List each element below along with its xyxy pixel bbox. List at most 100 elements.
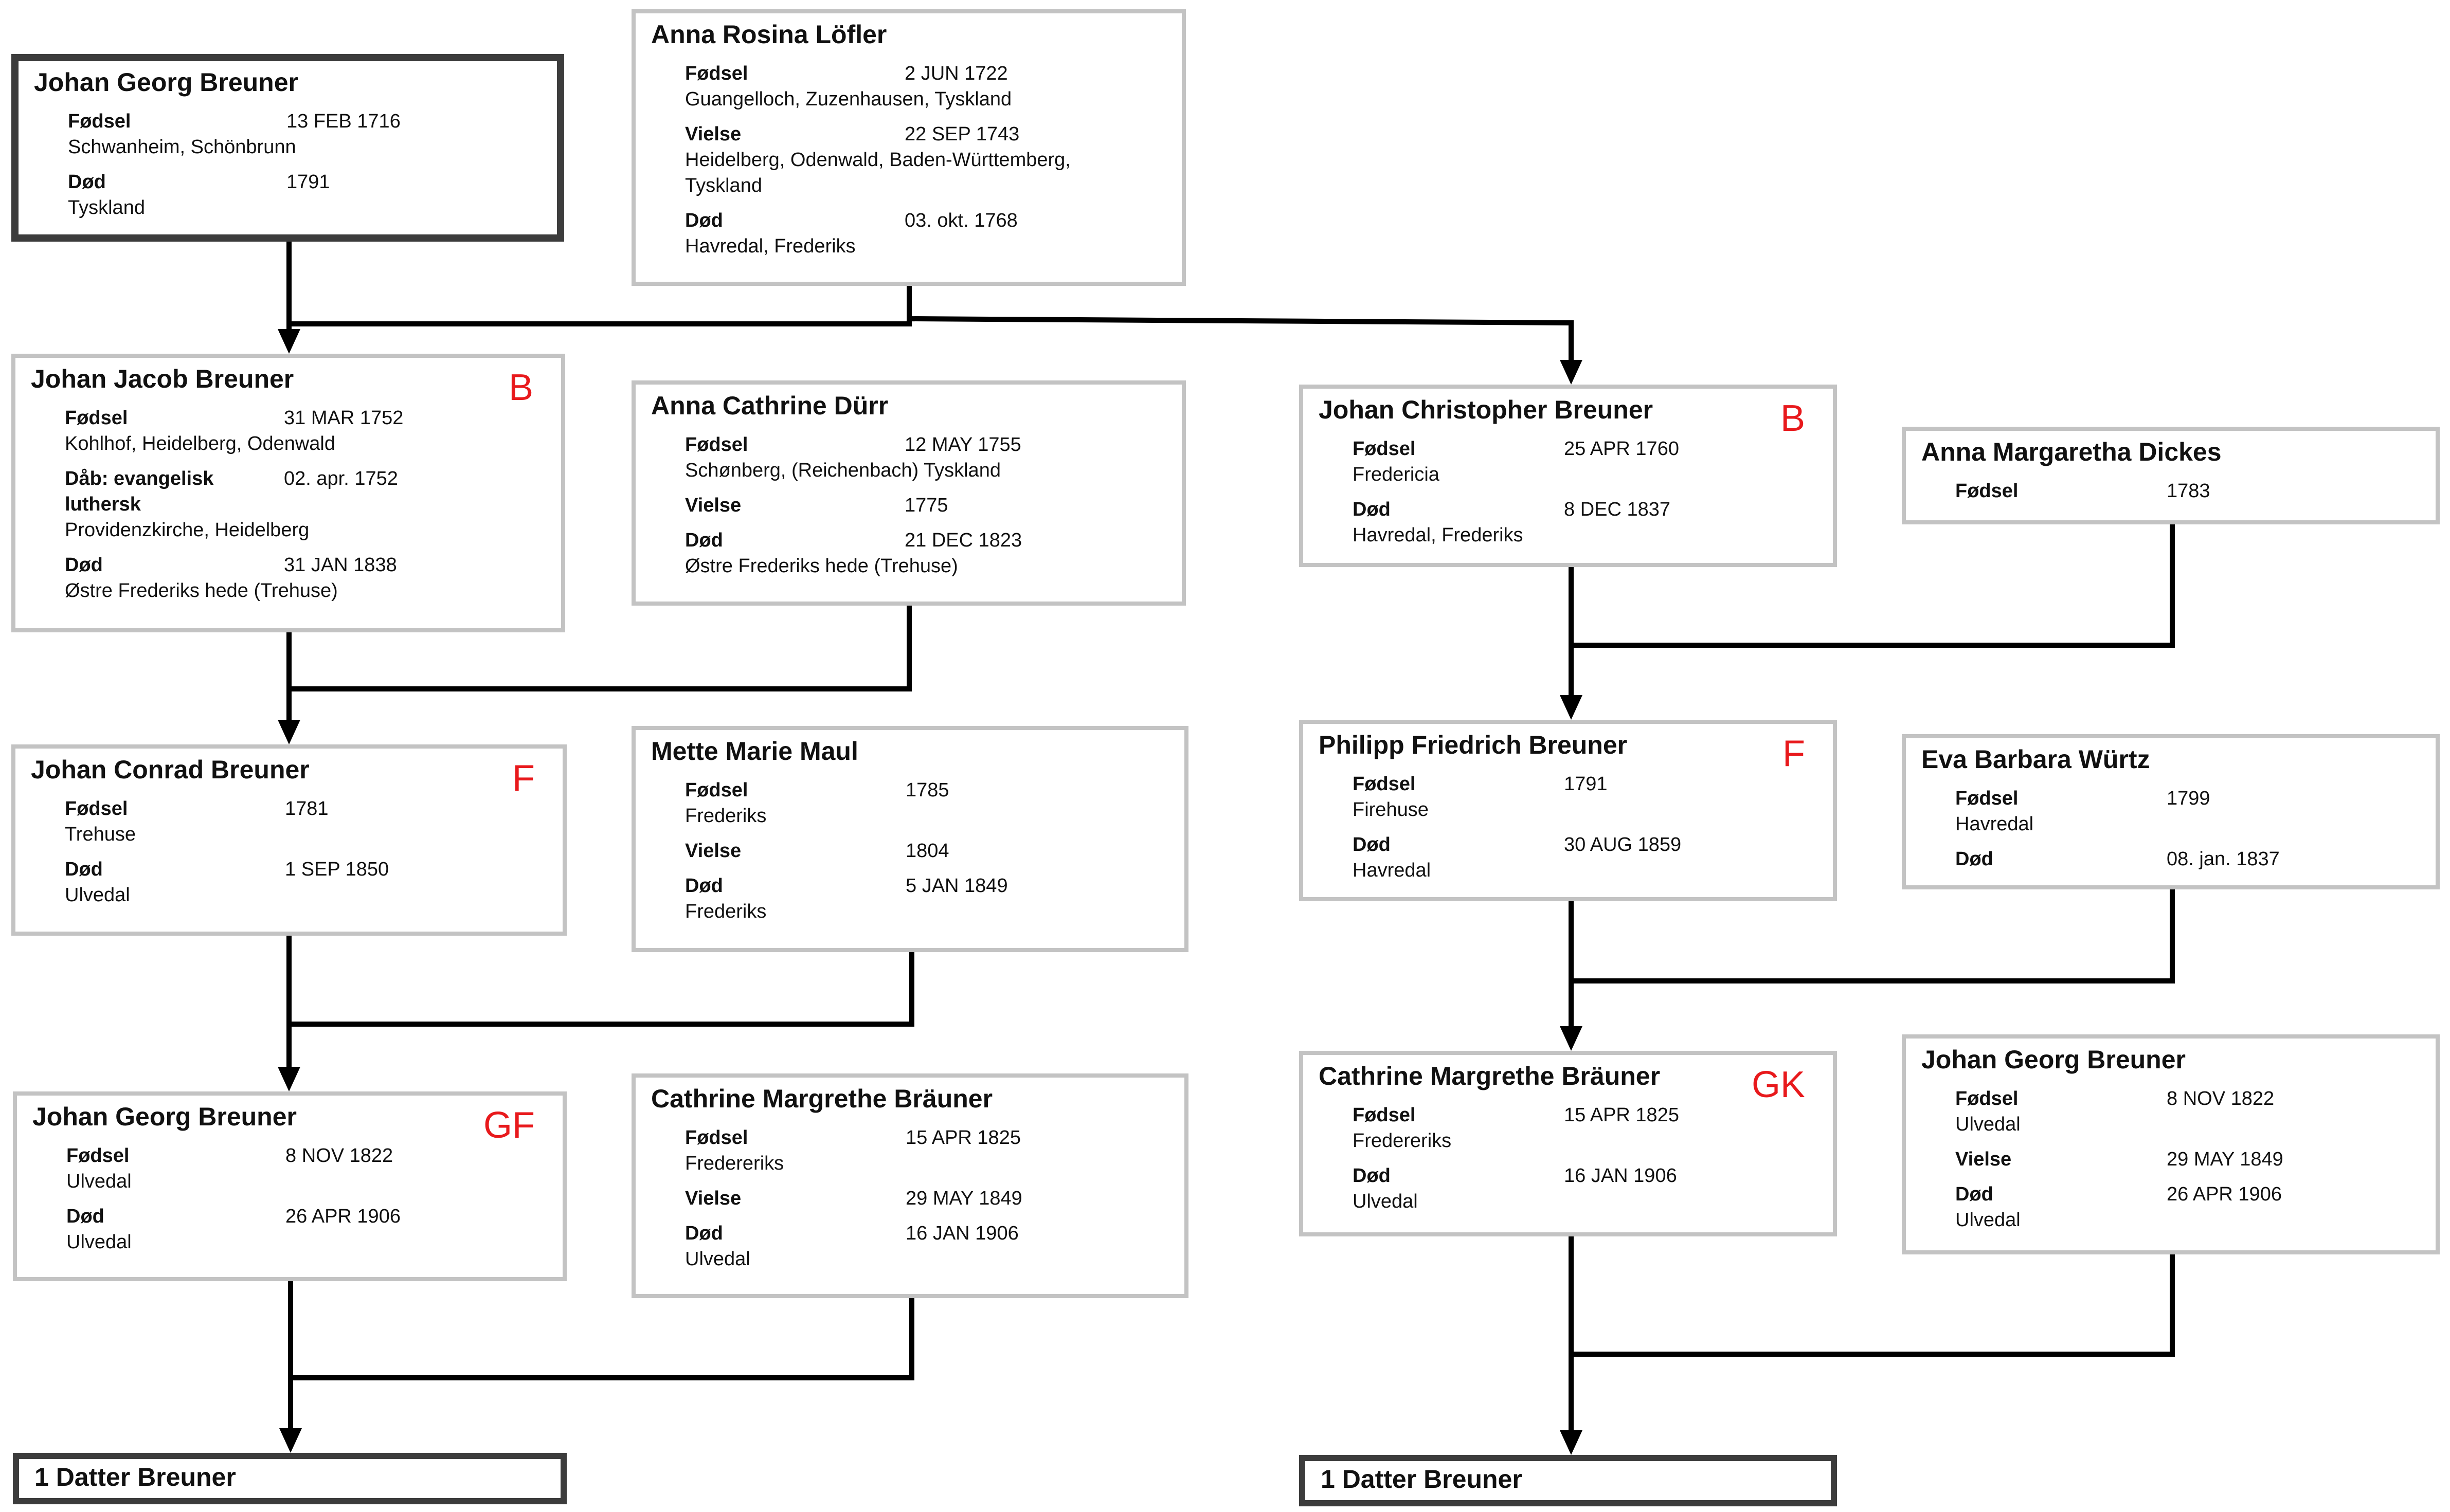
event-place: Schwanheim, Schönbrunn (68, 136, 296, 158)
event-date: 1781 (285, 798, 329, 819)
connector (906, 316, 1574, 326)
event-date: 1791 (1564, 773, 1608, 795)
event-date: 29 MAY 1849 (906, 1188, 1022, 1209)
event-date: 1804 (906, 840, 949, 862)
event-label: luthersk (65, 494, 141, 515)
event-place: Fredericia (1353, 464, 1439, 485)
event-place: Guangelloch, Zuzenhausen, Tyskland (685, 88, 1012, 110)
event-label: Fødsel (68, 111, 131, 132)
arrow-head-icon (278, 720, 300, 744)
event-label: Død (65, 859, 103, 880)
event-label: Fødsel (685, 779, 748, 801)
event-date: 8 DEC 1837 (1564, 499, 1671, 520)
event-label: Død (1353, 1165, 1391, 1187)
event-label: Vielse (685, 1188, 742, 1209)
event-date: 8 NOV 1822 (2167, 1088, 2275, 1109)
event-date: 5 JAN 1849 (906, 875, 1008, 897)
event-label: Død (685, 530, 723, 551)
event-date: 08. jan. 1837 (2167, 848, 2280, 870)
child-card-left[interactable]: 1 Datter Breuner (13, 1453, 567, 1504)
event-place: Fredereriks (1353, 1130, 1452, 1152)
child-card-right[interactable]: 1 Datter Breuner (1299, 1455, 1837, 1506)
arrow-head-icon (1560, 1026, 1582, 1051)
event-label: Død (66, 1206, 104, 1227)
event-label: Død (68, 171, 106, 193)
event-label: Død (1955, 848, 1993, 870)
event-place: Heidelberg, Odenwald, Baden-Württemberg, (685, 149, 1071, 171)
event-date: 21 DEC 1823 (905, 530, 1022, 551)
event-label: Død (685, 210, 723, 231)
relation-tag: F (1782, 733, 1805, 774)
arrow-head-icon (1560, 695, 1582, 720)
event-date: 03. okt. 1768 (905, 210, 1018, 231)
event-date: 16 JAN 1906 (1564, 1165, 1677, 1187)
event-date: 16 JAN 1906 (906, 1223, 1019, 1244)
event-date: 13 FEB 1716 (286, 111, 401, 132)
person-name: Anna Rosina Löfler (651, 20, 887, 49)
event-date: 12 MAY 1755 (905, 434, 1021, 456)
event-date: 1775 (905, 495, 948, 516)
event-place: Østre Frederiks hede (Trehuse) (65, 580, 338, 602)
event-date: 1791 (286, 171, 330, 193)
event-date: 02. apr. 1752 (284, 468, 398, 489)
event-place: Ulvedal (1955, 1209, 2021, 1231)
event-place: Havredal (1955, 813, 2034, 835)
arrow-head-icon (278, 329, 300, 354)
event-label: Død (685, 875, 723, 897)
event-label: Dåb: evangelisk (65, 468, 214, 489)
event-label: Fødsel (1955, 788, 2019, 809)
event-date: 2 JUN 1722 (905, 63, 1008, 84)
relation-tag: B (508, 367, 533, 408)
event-label: Død (685, 1223, 723, 1244)
event-place: Ulvedal (66, 1171, 132, 1192)
event-place: Tyskland (68, 197, 145, 218)
event-date: 1799 (2167, 788, 2210, 809)
relation-tag: GK (1751, 1064, 1805, 1105)
event-place: Frederiks (685, 805, 767, 827)
arrow-head-icon (278, 1067, 300, 1091)
event-place: Tyskland (685, 175, 762, 196)
event-label: Fødsel (65, 798, 128, 819)
person-name: Anna Cathrine Dürr (651, 391, 889, 420)
event-label: Død (1955, 1183, 1993, 1205)
event-label: Vielse (1955, 1149, 2012, 1170)
event-label: Vielse (685, 495, 742, 516)
child-name: 1 Datter Breuner (1321, 1465, 1522, 1493)
event-date: 26 APR 1906 (2167, 1183, 2282, 1205)
child-name: 1 Datter Breuner (34, 1463, 236, 1491)
event-place: Ulvedal (1353, 1191, 1418, 1212)
event-place: Trehuse (65, 824, 136, 845)
person-name: Mette Marie Maul (651, 737, 858, 766)
event-date: 1 SEP 1850 (285, 859, 389, 880)
relation-tag: B (1780, 398, 1805, 439)
event-place: Firehuse (1353, 799, 1429, 821)
person-name: Anna Margaretha Dickes (1921, 438, 2222, 466)
event-label: Død (1353, 834, 1391, 855)
event-label: Fødsel (1955, 480, 2019, 502)
event-place: Kohlhof, Heidelberg, Odenwald (65, 433, 336, 454)
person-name: Eva Barbara Würtz (1921, 745, 2150, 774)
event-place: Schønberg, (Reichenbach) Tyskland (685, 460, 1001, 481)
person-name: Johan Georg Breuner (34, 68, 298, 97)
relation-tag: GF (483, 1105, 535, 1146)
event-place: Havredal (1353, 860, 1431, 881)
event-date: 22 SEP 1743 (905, 123, 1020, 145)
event-label: Fødsel (685, 434, 748, 456)
person-name: Philipp Friedrich Breuner (1319, 731, 1628, 759)
event-date: 1783 (2167, 480, 2210, 502)
